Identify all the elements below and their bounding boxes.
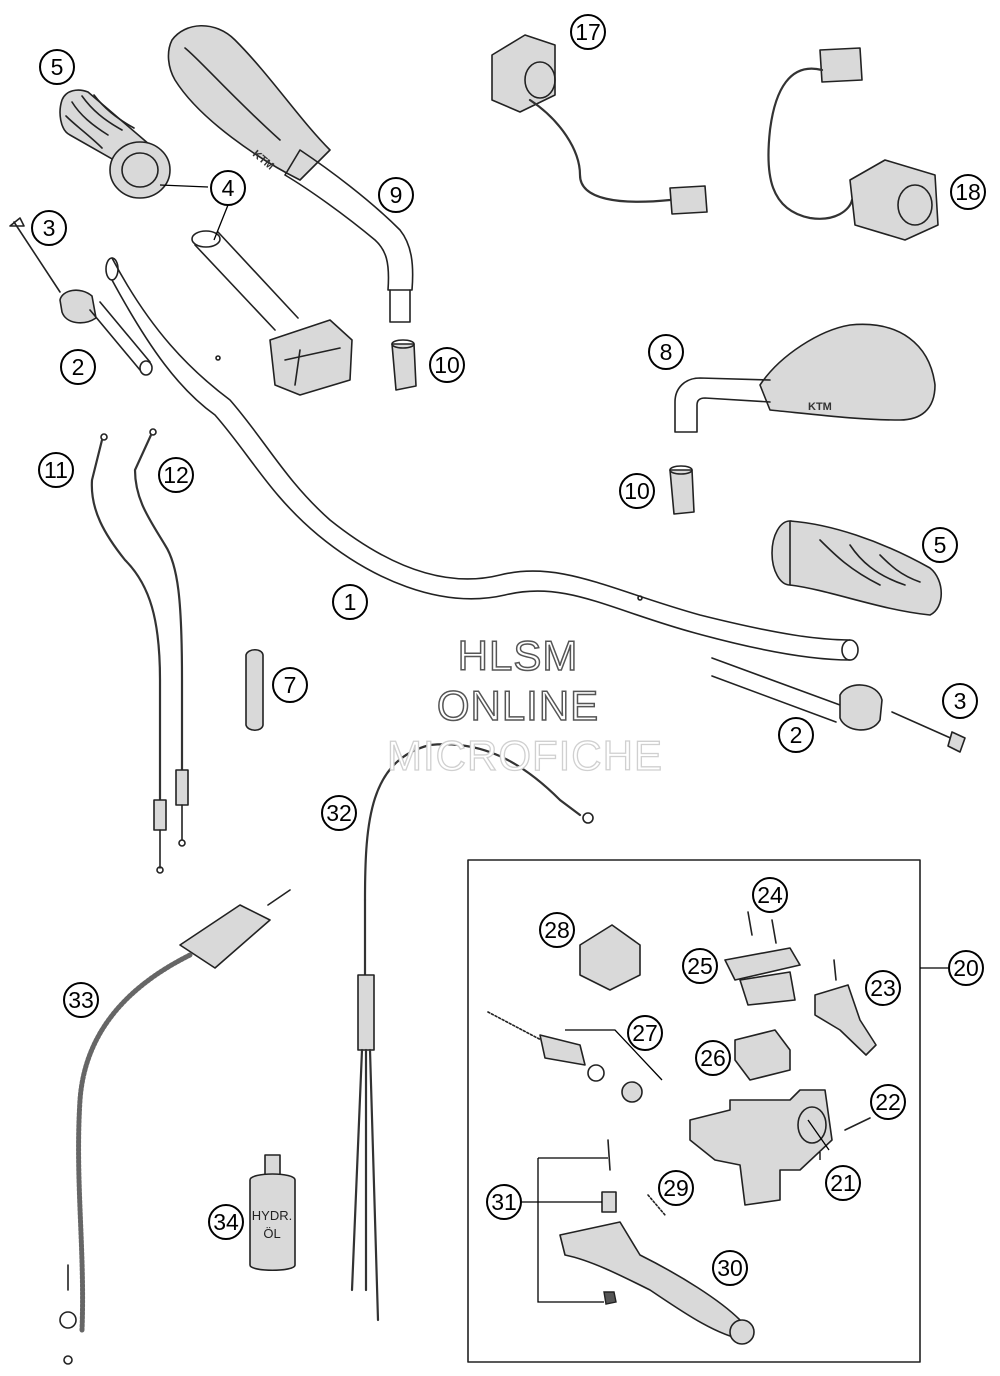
callout-3-right: 3: [942, 683, 978, 719]
callout-24: 24: [752, 877, 788, 913]
svg-text:20: 20: [953, 955, 979, 981]
callout-25: 25: [682, 948, 718, 984]
callout-28: 28: [539, 912, 575, 948]
callout-10-left: 10: [429, 347, 465, 383]
switch-17-part: [491, 34, 708, 215]
watermark-line-2: ONLINE: [437, 682, 599, 729]
mirror-left-part: KTM: [167, 25, 417, 391]
svg-text:2: 2: [72, 354, 85, 380]
callout-3-left: 3: [31, 210, 67, 246]
svg-text:30: 30: [717, 1255, 743, 1281]
svg-text:25: 25: [687, 953, 713, 979]
callout-27: 27: [627, 1015, 663, 1051]
svg-text:34: 34: [213, 1209, 239, 1235]
callout-33: 33: [63, 982, 99, 1018]
handlebar-part: [105, 257, 859, 661]
callout-23: 23: [865, 970, 901, 1006]
svg-text:29: 29: [663, 1175, 689, 1201]
callout-18: 18: [950, 174, 986, 210]
callout-34: 34: [208, 1204, 244, 1240]
svg-text:18: 18: [955, 179, 981, 205]
callout-11: 11: [38, 452, 74, 488]
grip-right-part: [771, 520, 943, 616]
switch-18-part: [767, 47, 939, 241]
svg-text:10: 10: [624, 478, 650, 504]
svg-text:26: 26: [700, 1045, 726, 1071]
svg-text:7: 7: [284, 672, 297, 698]
clutch-cable-part: [350, 743, 594, 1322]
callout-9: 9: [378, 177, 414, 213]
bar-end-left-part: [9, 217, 153, 376]
callout-4: 4: [210, 170, 246, 206]
callout-31: 31: [486, 1184, 522, 1220]
bar-end-right-part: [711, 657, 966, 753]
callout-10-right: 10: [619, 473, 655, 509]
callout-29: 29: [658, 1170, 694, 1206]
callout-7: 7: [272, 667, 308, 703]
svg-text:17: 17: [575, 19, 601, 45]
svg-text:3: 3: [954, 688, 967, 714]
svg-text:23: 23: [870, 975, 896, 1001]
svg-text:24: 24: [757, 882, 783, 908]
svg-text:21: 21: [830, 1170, 856, 1196]
callout-17: 17: [570, 14, 606, 50]
callout-32: 32: [321, 795, 357, 831]
callout-2-left: 2: [60, 349, 96, 385]
watermark: HLSM ONLINE MICROFICHE: [386, 631, 663, 779]
grip-left-part: [59, 89, 171, 199]
mirror-right-part: KTM: [669, 323, 936, 515]
svg-text:3: 3: [43, 215, 56, 241]
watermark-line-1: HLSM: [458, 632, 579, 679]
throttle-tube-part: [191, 230, 353, 396]
callout-22: 22: [870, 1084, 906, 1120]
svg-text:1: 1: [344, 589, 357, 615]
svg-text:10: 10: [434, 352, 460, 378]
master-cylinder-assembly-box: [467, 859, 948, 1363]
svg-text:2: 2: [790, 722, 803, 748]
callout-2-right: 2: [778, 717, 814, 753]
callout-8: 8: [648, 334, 684, 370]
svg-text:22: 22: [875, 1089, 901, 1115]
svg-text:5: 5: [934, 532, 947, 558]
svg-text:11: 11: [44, 457, 68, 483]
callout-26: 26: [695, 1040, 731, 1076]
oil-bottle-part: HYDR. ÖL: [249, 1154, 296, 1272]
svg-text:33: 33: [68, 987, 94, 1013]
watermark-line-3: MICROFICHE: [387, 732, 663, 779]
svg-text:28: 28: [544, 917, 570, 943]
svg-text:4: 4: [222, 175, 235, 201]
callout-30: 30: [712, 1250, 748, 1286]
svg-text:9: 9: [390, 182, 403, 208]
svg-text:12: 12: [163, 462, 189, 488]
svg-text:5: 5: [51, 54, 64, 80]
callout-21: 21: [825, 1165, 861, 1201]
callout-5-right: 5: [922, 527, 958, 563]
svg-text:32: 32: [326, 800, 352, 826]
callout-20: 20: [948, 950, 984, 986]
cable-tie-part: [245, 648, 264, 732]
leader-lines: [159, 184, 830, 1160]
oil-label-line2: ÖL: [263, 1226, 280, 1241]
throttle-cables-part: [90, 428, 189, 874]
svg-text:27: 27: [632, 1020, 658, 1046]
oil-label-line1: HYDR.: [252, 1208, 292, 1223]
callout-5-left: 5: [39, 49, 75, 85]
callout-1: 1: [332, 584, 368, 620]
svg-text:8: 8: [660, 339, 673, 365]
svg-text:31: 31: [491, 1189, 517, 1215]
callout-12: 12: [158, 457, 194, 493]
brand-mark-right: KTM: [808, 401, 832, 413]
hydraulic-line-part: [59, 889, 291, 1365]
